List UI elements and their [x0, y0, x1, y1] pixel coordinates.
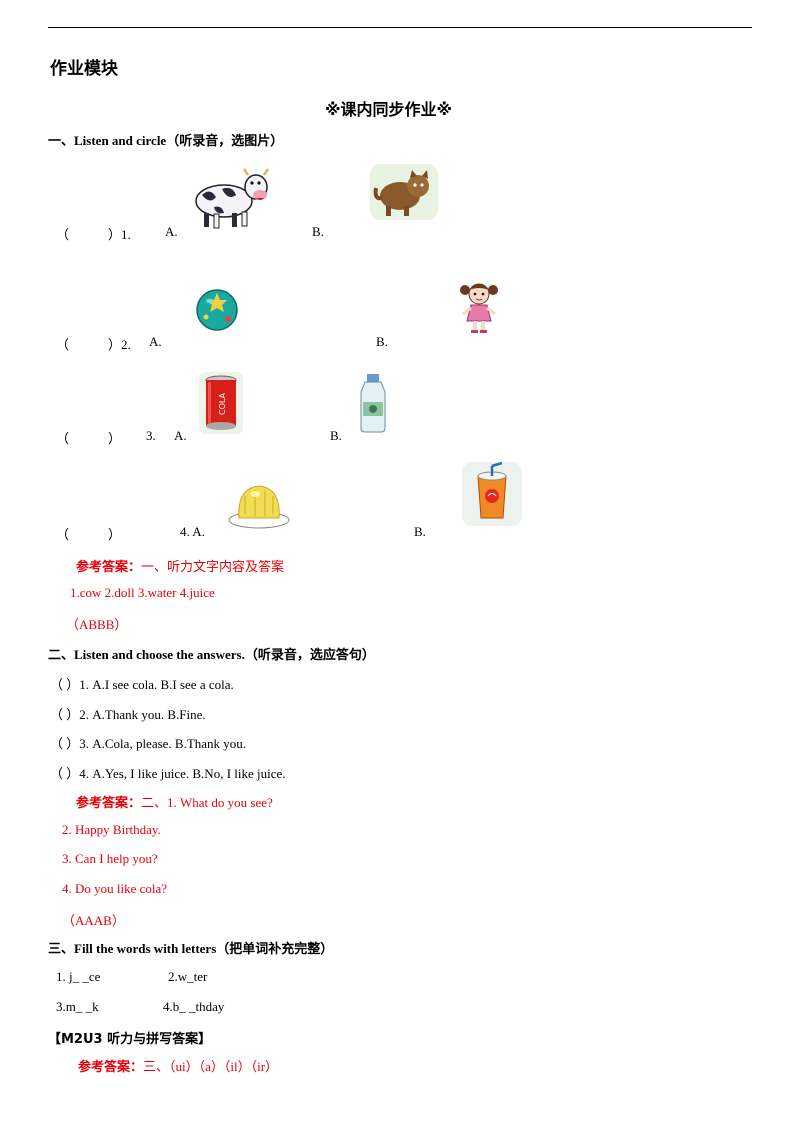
s2-answer-4: 4. Do you like cola? [62, 881, 168, 896]
s1-item3-a: A. [174, 428, 187, 443]
section3-title: 三、Fill the words with letters（把单词补充完整） [48, 941, 334, 956]
svg-text:COLA: COLA [218, 392, 227, 415]
s1-item1-b: B. [312, 224, 324, 239]
module-title: 作业模块 [50, 59, 118, 79]
s1-answer-key: （ABBB） [66, 617, 128, 632]
section1-title: 一、Listen and circle（听录音，选图片） [48, 133, 284, 148]
s3-answer-label: 参考答案： [78, 1059, 144, 1074]
s1-item2-a: A. [149, 334, 162, 349]
section2-title: 二、Listen and choose the answers.（听录音，选应答… [48, 647, 375, 662]
s1-answer-label: 参考答案： [76, 559, 142, 574]
s3-item4: 4.b_ _thday [163, 999, 225, 1014]
ball-picture [196, 289, 238, 331]
s2-item2: （ ）2. A.Thank you. B.Fine. [50, 707, 206, 722]
s2-item1: （ ）1. A.I see cola. B.I see a cola. [50, 677, 234, 692]
s1-item1-paren: （ ）1. [56, 227, 131, 242]
s1-item2-b: B. [376, 334, 388, 349]
jelly-picture [228, 485, 290, 529]
s1-item1-a: A. [165, 224, 178, 239]
s2-answer-line: 参考答案：二、1. What do you see? [76, 792, 273, 811]
s2-answer-label: 参考答案： [76, 795, 142, 810]
s1-item2-paren: （ ）2. [56, 337, 131, 352]
s1-item4-b: B. [414, 524, 426, 539]
s3-item3: 3.m_ _k [56, 999, 99, 1014]
s3-answer-text: 三、（ui）（a）（il）（ir） [143, 1059, 279, 1074]
s2-item4: （ ）4. A.Yes, I like juice. B.No, I like … [50, 766, 286, 781]
s1-answer-words: 1.cow 2.doll 3.water 4.juice [70, 585, 215, 600]
cat-picture [370, 164, 438, 220]
s2-item3: （ ）3. A.Cola, please. B.Thank you. [50, 736, 247, 751]
cow-picture [195, 168, 270, 229]
s3-answer-line: 参考答案：三、（ui）（a）（il）（ir） [78, 1056, 278, 1075]
s2-answer-key: （AAAB） [62, 913, 125, 928]
s3-item2: 2.w_ter [168, 969, 208, 984]
s2-answer-1: 二、1. What do you see? [141, 795, 273, 810]
cola-can-picture: COLA [199, 372, 243, 434]
s1-answer-line: 参考答案：一、听力文字内容及答案 [76, 556, 284, 575]
s2-answer-3: 3. Can I help you? [62, 851, 158, 866]
s3-item1: 1. j_ _ce [56, 969, 101, 984]
header-rule [48, 27, 752, 28]
s1-item3-b: B. [330, 428, 342, 443]
s1-answer-text: 一、听力文字内容及答案 [141, 559, 285, 574]
center-title: ※课内同步作业※ [325, 100, 453, 119]
water-bottle-picture [360, 374, 386, 433]
s1-item3-paren: （ ） [56, 431, 122, 446]
juice-cup-picture [462, 462, 522, 526]
doll-picture [460, 283, 498, 333]
s1-item3-num: 3. [146, 428, 156, 443]
s1-item4-num: 4. A. [180, 524, 205, 539]
m2u3-title: 【M2U3 听力与拼写答案】 [48, 1032, 212, 1047]
s2-answer-2: 2. Happy Birthday. [62, 822, 161, 837]
s1-item4-paren: （ ） [56, 527, 122, 542]
